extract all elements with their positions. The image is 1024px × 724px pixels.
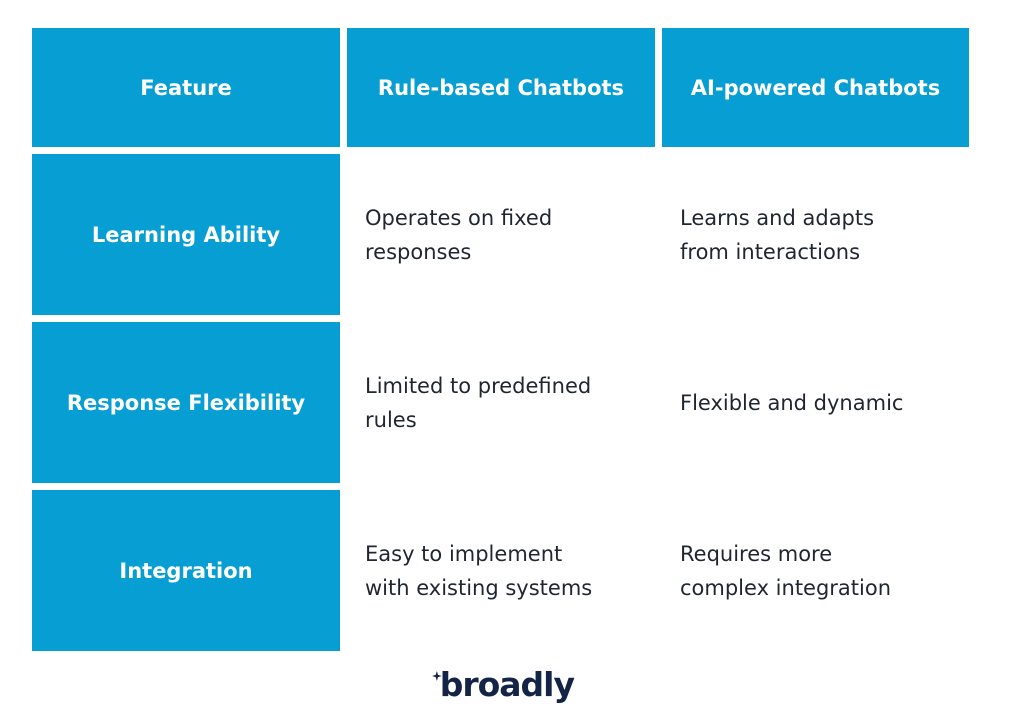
header-rule-based-label: Rule-based Chatbots [377, 75, 625, 100]
header-rule-based: Rule-based Chatbots [347, 28, 655, 147]
cell-text: Learns and adapts from interactions [680, 201, 874, 269]
row-response-flexibility-feature: Response Flexibility [32, 322, 340, 483]
header-feature: Feature [32, 28, 340, 147]
row-integration-rule: Easy to implement with existing systems [340, 490, 655, 651]
cell-line: Flexible and dynamic [680, 390, 904, 415]
row-integration-feature: Integration [32, 490, 340, 651]
header-ai-powered: AI-powered Chatbots [662, 28, 969, 147]
row-learning-ability-feature: Learning Ability [32, 154, 340, 315]
sparkle-icon [432, 671, 442, 681]
row-learning-ability-rule: Operates on fixed responses [340, 154, 655, 315]
cell-line: Learns and adapts [680, 205, 875, 230]
row-response-flexibility-rule: Limited to predefined rules [340, 322, 655, 483]
cell-line: complex integration [680, 575, 892, 600]
broadly-logo: broadly [432, 658, 575, 710]
cell-text: Limited to predefined rules [365, 369, 591, 437]
cell-line: Limited to predefined [365, 373, 592, 398]
cell-line: responses [365, 239, 472, 264]
cell-line: Operates on fixed [365, 205, 553, 230]
header-feature-label: Feature [140, 75, 232, 100]
cell-line: with existing systems [365, 575, 593, 600]
feature-label: Learning Ability [91, 222, 281, 247]
header-ai-powered-label: AI-powered Chatbots [690, 75, 941, 100]
feature-label: Response Flexibility [66, 390, 306, 415]
cell-line: Requires more [680, 541, 833, 566]
cell-text: Easy to implement with existing systems [365, 537, 592, 605]
row-response-flexibility-ai: Flexible and dynamic [655, 322, 969, 483]
feature-label: Integration [119, 558, 253, 583]
cell-text: Flexible and dynamic [680, 386, 903, 420]
row-learning-ability-ai: Learns and adapts from interactions [655, 154, 969, 315]
row-integration-ai: Requires more complex integration [655, 490, 969, 651]
cell-text: Operates on fixed responses [365, 201, 552, 269]
cell-text: Requires more complex integration [680, 537, 891, 605]
cell-line: rules [365, 407, 417, 432]
logo-wordmark: broadly [439, 664, 575, 704]
cell-line: from interactions [680, 239, 861, 264]
cell-line: Easy to implement [365, 541, 563, 566]
